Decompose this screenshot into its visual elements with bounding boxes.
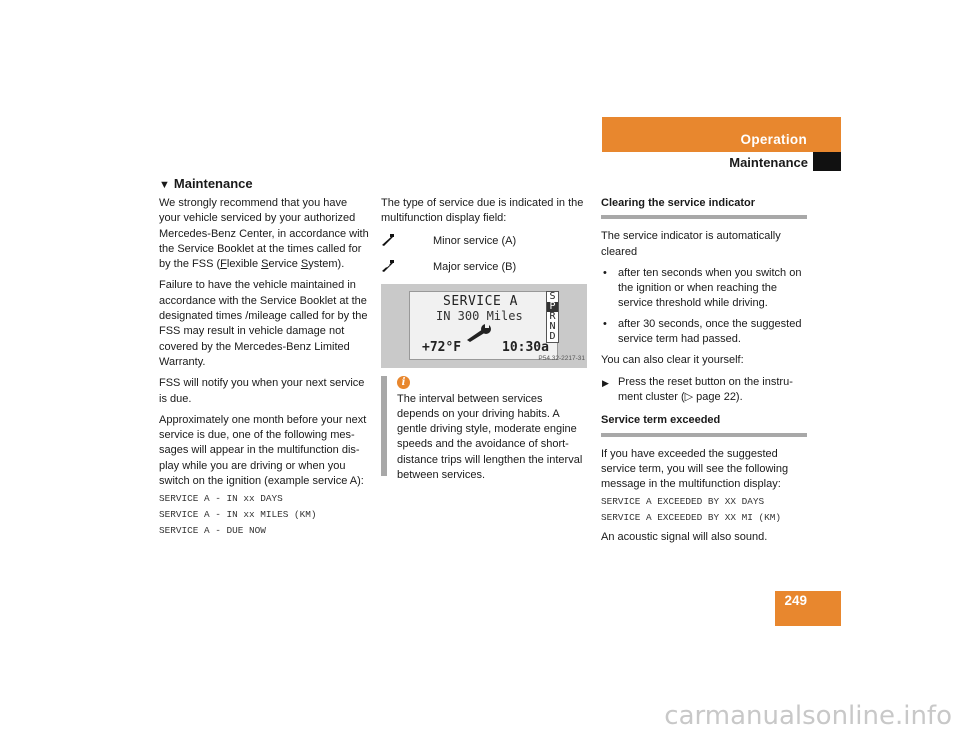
paragraph: We strongly recommend that you have your… bbox=[159, 197, 369, 271]
info-bar bbox=[381, 375, 387, 476]
page-ref-icon: ▷ bbox=[684, 390, 694, 403]
display-message: SERVICE A - IN xx DAYS bbox=[159, 493, 283, 505]
symbol-label: Minor service (A) bbox=[433, 234, 517, 247]
symbol-row-major: Major service (B) bbox=[381, 255, 587, 281]
lcd-line-1: SERVICE A bbox=[443, 293, 518, 309]
column-2: The type of service due is indicated in … bbox=[381, 196, 587, 483]
action-arrow-icon: ▶ bbox=[602, 377, 609, 388]
paragraph: The type of service due is indicated in … bbox=[381, 197, 584, 225]
gear-indicator: S P R N D bbox=[546, 290, 559, 343]
chapter-tab: Operation bbox=[602, 117, 841, 152]
section-heading: ▼Maintenance bbox=[159, 176, 253, 191]
lcd-line-2: IN 300 Miles bbox=[436, 308, 523, 323]
info-icon: i bbox=[397, 375, 410, 389]
section-marker bbox=[813, 152, 841, 171]
display-message: SERVICE A - IN xx MILES (KM) bbox=[159, 509, 317, 521]
service-wrench-icon bbox=[465, 323, 493, 346]
display-message: SERVICE A EXCEEDED BY XX MI (KM) bbox=[601, 512, 782, 524]
paragraph: Approximately one month before your next… bbox=[159, 413, 367, 488]
image-code: P54.32-2217-31 bbox=[538, 355, 585, 363]
triangle-down-icon: ▼ bbox=[159, 179, 170, 191]
paragraph: You can also clear it yourself: bbox=[601, 354, 744, 367]
lcd-clock: 10:30a bbox=[502, 339, 549, 355]
info-note: i The interval between services depends … bbox=[381, 375, 587, 484]
lcd-temperature: +72°F bbox=[422, 339, 462, 355]
wrench-icon bbox=[381, 233, 433, 249]
display-message: SERVICE A EXCEEDED BY XX DAYS bbox=[601, 496, 765, 508]
multifunction-display-image: SERVICE A IN 300 Miles +72°F 10:30a S P … bbox=[381, 283, 587, 368]
symbol-row-minor: Minor service (A) bbox=[381, 229, 587, 255]
list-item: after 30 seconds, once the suggested ser… bbox=[601, 317, 807, 348]
display-message: SERVICE A - DUE NOW bbox=[159, 525, 266, 537]
wrench-double-icon bbox=[381, 259, 433, 275]
page-number-tab: 249 bbox=[775, 591, 841, 626]
list-item: after ten seconds when you switch on the… bbox=[601, 266, 807, 312]
section-title: Maintenance bbox=[729, 155, 808, 170]
watermark: carmanualsonline.info bbox=[664, 701, 952, 731]
lcd-screen: SERVICE A IN 300 Miles +72°F 10:30a bbox=[409, 290, 558, 360]
subheading-exceeded: Service term exceeded bbox=[601, 413, 807, 437]
section-heading-text: Maintenance bbox=[173, 176, 253, 191]
bullet-list: after ten seconds when you switch on the… bbox=[601, 266, 807, 347]
chapter-title: Operation bbox=[740, 132, 807, 147]
paragraph: An acoustic signal will also sound. bbox=[601, 531, 768, 544]
info-text: The interval between services depends on… bbox=[397, 392, 583, 482]
action-step: ▶ Press the reset button on the instru-m… bbox=[602, 375, 793, 403]
paragraph: If you have exceeded the suggested servi… bbox=[601, 447, 789, 491]
subheading-clearing: Clearing the service indicator bbox=[601, 196, 807, 220]
symbol-label: Major service (B) bbox=[433, 260, 517, 273]
paragraph: FSS will notify you when your next servi… bbox=[159, 377, 365, 405]
column-3: Clearing the service indicator The servi… bbox=[601, 196, 807, 552]
paragraph: The service indicator is automatically c… bbox=[601, 230, 781, 258]
page-number: 249 bbox=[784, 593, 807, 608]
column-1: We strongly recommend that you have your… bbox=[159, 196, 371, 539]
paragraph: Failure to have the vehicle maintained i… bbox=[159, 279, 368, 368]
